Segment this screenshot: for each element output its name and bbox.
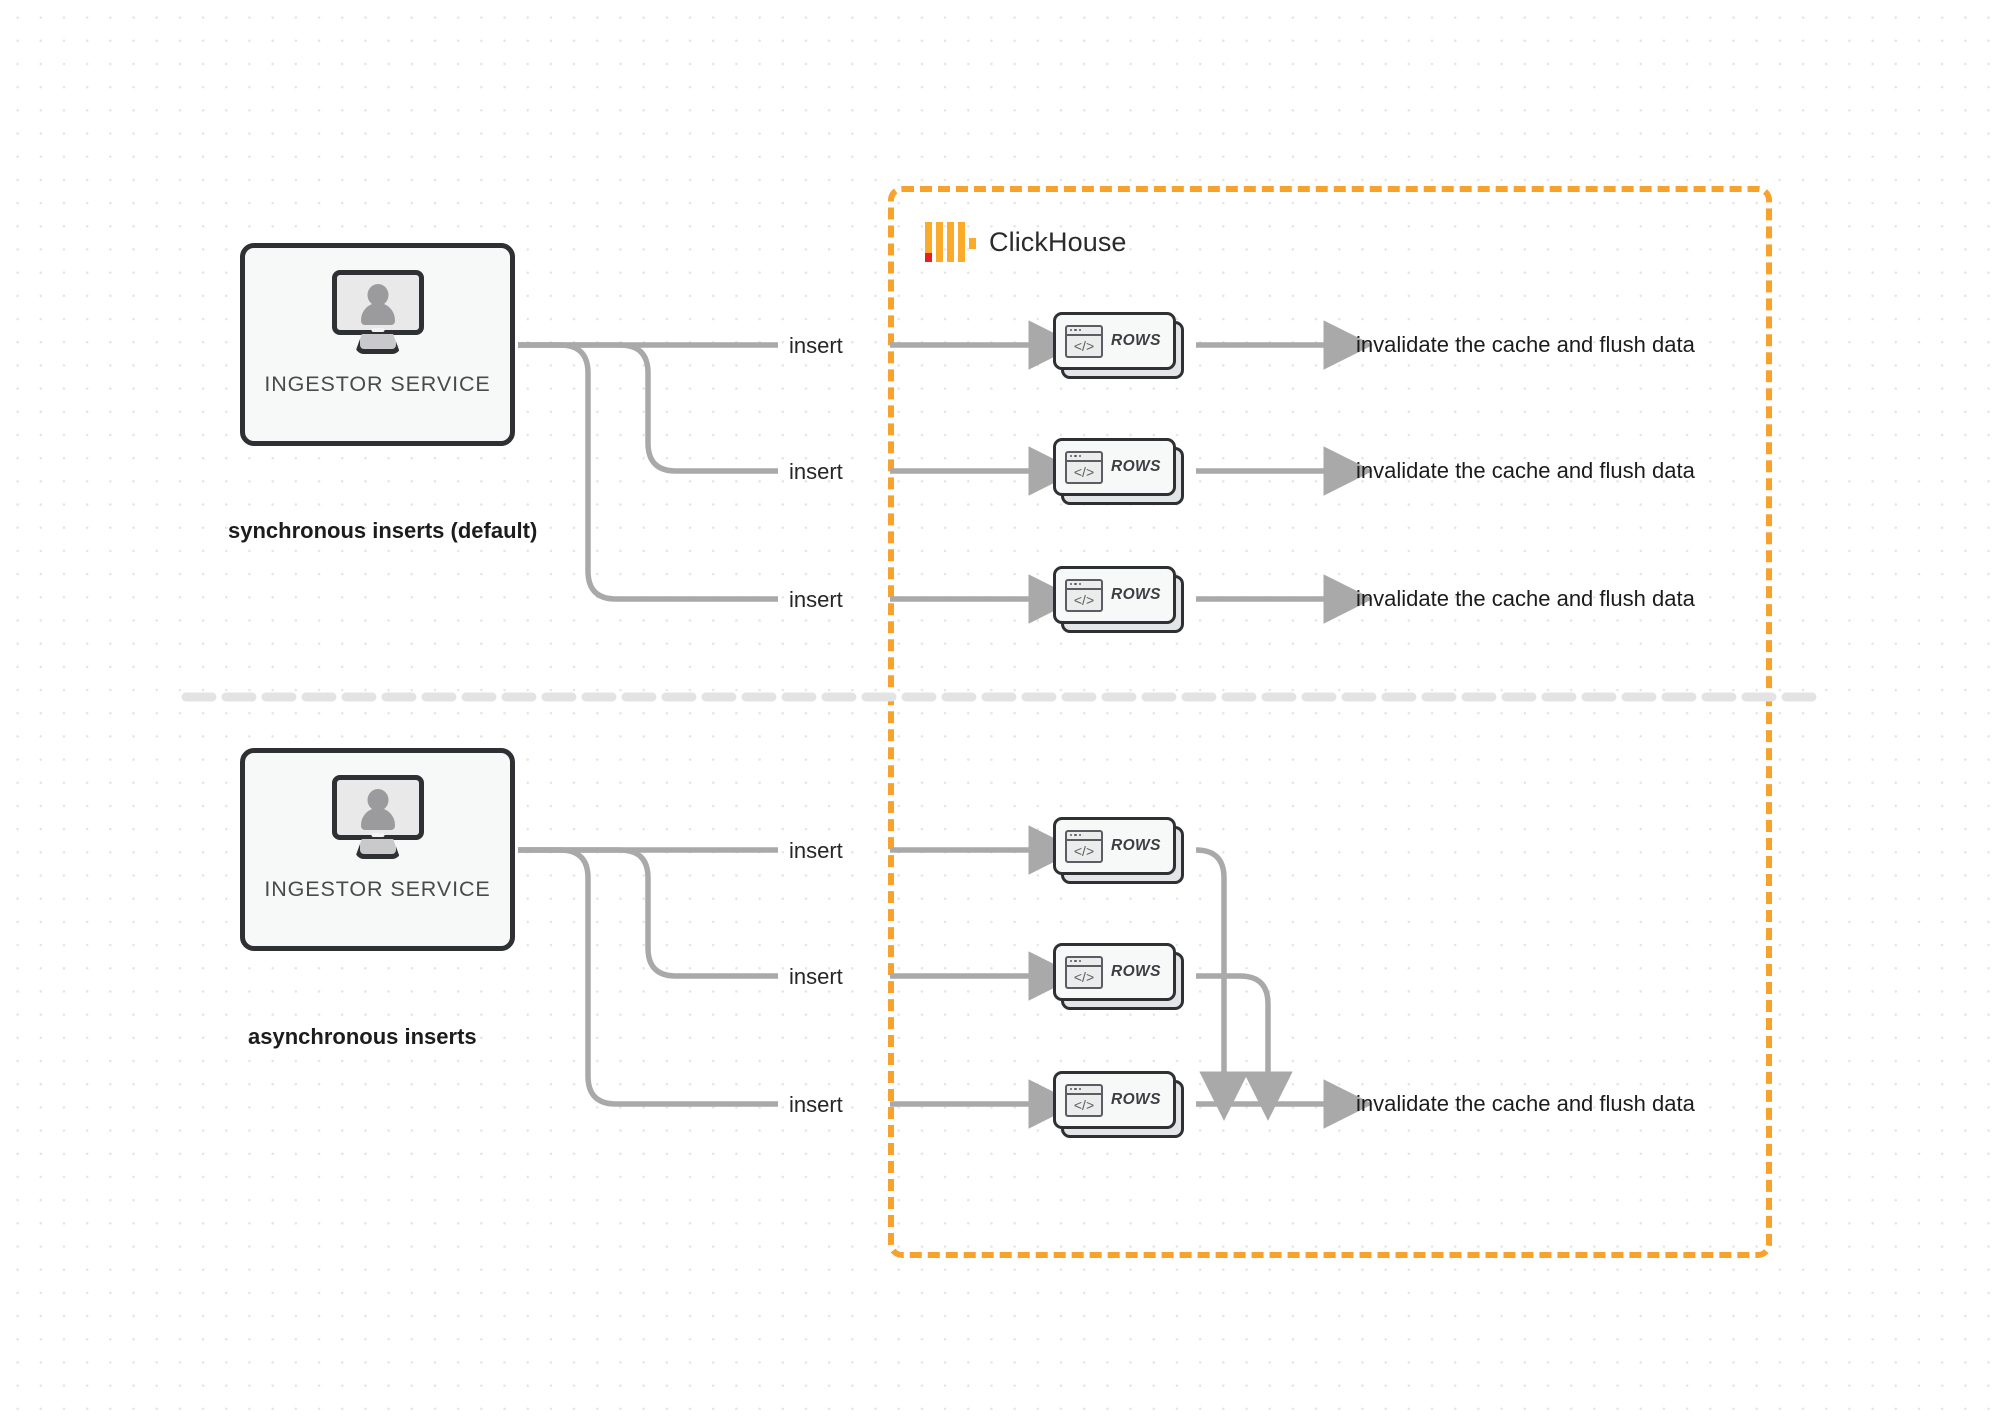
monitor-user-icon <box>331 775 424 859</box>
clickhouse-boundary <box>888 186 1772 1258</box>
rows-node-label: ROWS <box>1111 963 1161 980</box>
clickhouse-label: ClickHouse <box>989 226 1127 257</box>
wire-async-branch-3 <box>518 847 778 1107</box>
rows-node-sync-3[interactable]: </> ROWS <box>1053 566 1184 633</box>
monitor-user-icon <box>331 270 424 354</box>
rows-node-label: ROWS <box>1111 837 1161 854</box>
ingestor-service-async[interactable]: INGESTOR SERVICE <box>240 748 515 951</box>
edge-label-sync-insert-2: insert <box>789 459 843 484</box>
rows-node-label: ROWS <box>1111 332 1161 349</box>
rows-node-sync-2[interactable]: </> ROWS <box>1053 438 1184 505</box>
code-window-icon: </> <box>1065 578 1103 612</box>
rows-node-label: ROWS <box>1111 586 1161 603</box>
ingestor-service-sync[interactable]: INGESTOR SERVICE <box>240 243 515 446</box>
edge-label-sync-out-3: invalidate the cache and flush data <box>1356 586 1695 611</box>
rows-node-label: ROWS <box>1111 458 1161 475</box>
code-window-icon: </> <box>1065 450 1103 484</box>
rows-node-async-3[interactable]: </> ROWS <box>1053 1071 1184 1138</box>
wire-async-branch-2 <box>518 847 778 979</box>
caption-asynchronous: asynchronous inserts <box>248 1024 477 1049</box>
edge-label-sync-insert-3: insert <box>789 587 843 612</box>
caption-synchronous: synchronous inserts (default) <box>228 518 538 543</box>
wire-sync-branch-3 <box>518 342 778 602</box>
ingestor-service-label: INGESTOR SERVICE <box>264 372 491 396</box>
edge-label-sync-out-1: invalidate the cache and flush data <box>1356 332 1695 357</box>
edge-label-sync-insert-1: insert <box>789 333 843 358</box>
code-window-icon: </> <box>1065 1083 1103 1117</box>
code-window-icon: </> <box>1065 829 1103 863</box>
rows-node-async-2[interactable]: </> ROWS <box>1053 943 1184 1010</box>
rows-node-async-1[interactable]: </> ROWS <box>1053 817 1184 884</box>
rows-node-label: ROWS <box>1111 1091 1161 1108</box>
edge-label-async-out-1: invalidate the cache and flush data <box>1356 1091 1695 1116</box>
code-window-icon: </> <box>1065 955 1103 989</box>
clickhouse-logo-group: ClickHouse <box>925 222 1127 262</box>
wire-sync-branch-2 <box>518 342 778 474</box>
edge-label-async-insert-3: insert <box>789 1092 843 1117</box>
edge-label-sync-out-2: invalidate the cache and flush data <box>1356 458 1695 483</box>
rows-node-sync-1[interactable]: </> ROWS <box>1053 312 1184 379</box>
clickhouse-logo-icon <box>925 222 976 262</box>
ingestor-service-label: INGESTOR SERVICE <box>264 877 491 901</box>
edge-label-async-insert-1: insert <box>789 838 843 863</box>
edge-label-async-insert-2: insert <box>789 964 843 989</box>
code-window-icon: </> <box>1065 324 1103 358</box>
